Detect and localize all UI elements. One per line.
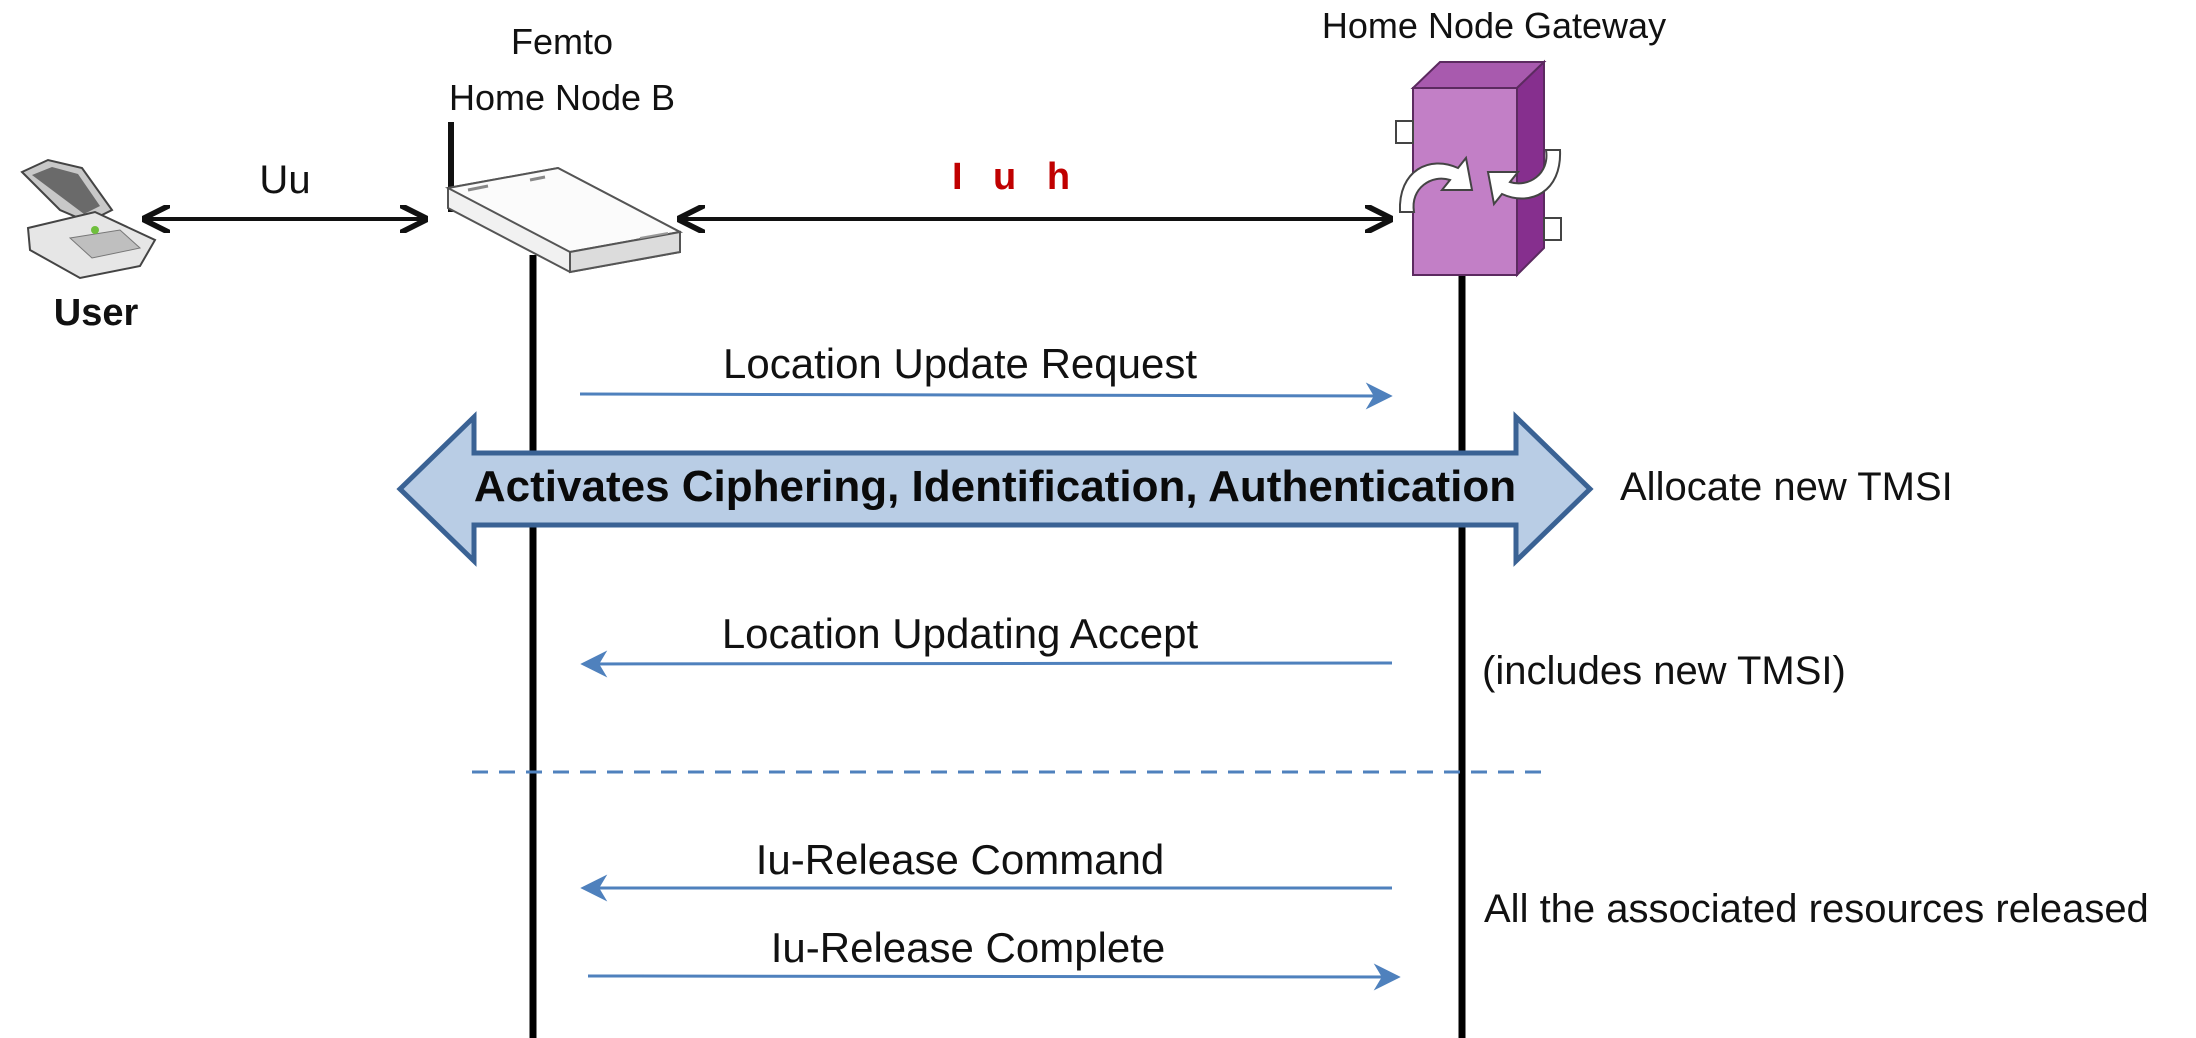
message-label-location-updating-accept: Location Updating Accept	[721, 610, 1199, 657]
uu-interface-label: Uu	[259, 158, 311, 202]
message-label-iu-release-complete: Iu-Release Complete	[770, 924, 1166, 971]
home-node-b-icon	[444, 122, 684, 274]
procedure-band-label: Activates Ciphering, Identification, Aut…	[473, 462, 1517, 511]
message-arrow-location-updating-accept	[580, 650, 1393, 678]
gateway-box-icon	[1395, 59, 1562, 278]
message-label-iu-release-command: Iu-Release Command	[755, 836, 1165, 883]
message-arrow-iu-release-complete	[587, 963, 1401, 991]
iuh-interface-label: I u h	[951, 156, 1081, 198]
mobile-phone-icon	[20, 158, 157, 280]
note-allocate-new-tmsi: Allocate new TMSI	[1620, 465, 1953, 509]
hnb-label-line1: Femto	[510, 21, 614, 62]
user-label: User	[53, 292, 139, 334]
message-label-location-update-request: Location Update Request	[723, 340, 1197, 387]
hnb-label-line2: Home Node B	[448, 77, 676, 118]
procedure-band-arrow	[396, 411, 1594, 567]
message-arrow-location-update-request	[579, 382, 1393, 410]
gateway-label: Home Node Gateway	[1321, 5, 1667, 46]
note-resources-released: All the associated resources released	[1484, 887, 2149, 931]
note-includes-new-tmsi: (includes new TMSI)	[1482, 649, 1846, 693]
